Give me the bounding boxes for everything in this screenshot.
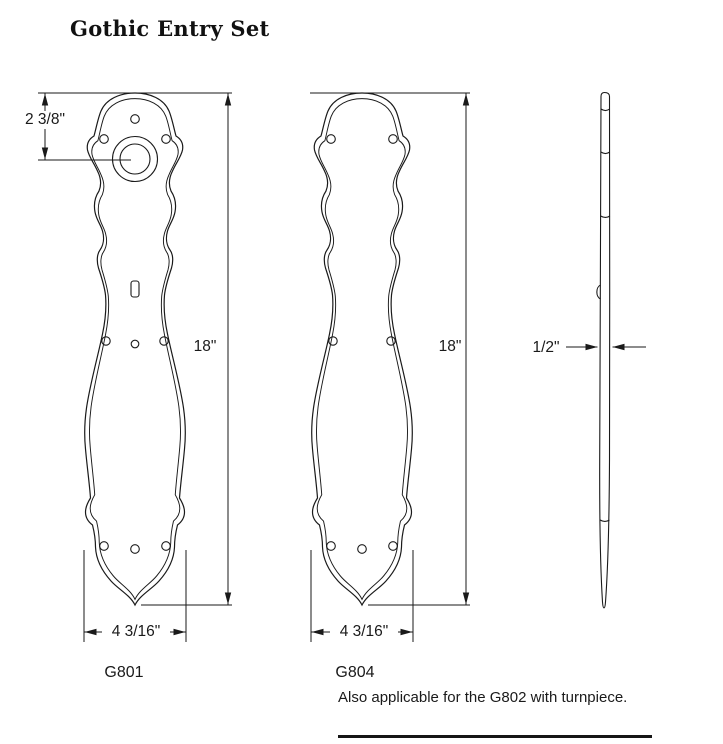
screw-hole (328, 336, 338, 346)
plate-g801-holes (99, 114, 171, 554)
page-title: Gothic Entry Set (70, 16, 270, 41)
screw-hole (326, 134, 336, 144)
plate-label-g801: G801 (104, 664, 144, 681)
screw-hole (101, 336, 111, 346)
screw-hole (99, 541, 109, 551)
profile-seam (599, 519, 610, 523)
cylinder-hole (119, 143, 151, 175)
dim-label-width-g801: 4 3/16" (102, 623, 170, 641)
screw-hole (159, 336, 169, 346)
screw-hole (161, 541, 171, 551)
plate-outer-outline (84, 92, 186, 606)
screw-hole (130, 114, 140, 124)
profile-seam (600, 108, 610, 112)
screw-hole (386, 336, 396, 346)
screw-hole (130, 544, 140, 554)
dim-label-thickness: 1/2" (532, 339, 560, 356)
screw-hole (326, 541, 336, 551)
keyhole-slot (130, 280, 140, 298)
screw-hole (388, 541, 398, 551)
profile-seam (600, 151, 611, 155)
cylinder-collar (111, 135, 159, 183)
profile-bump (596, 284, 601, 300)
plate-g804-holes (326, 134, 398, 554)
side-profile-view (596, 91, 611, 609)
screw-hole (99, 134, 109, 144)
dim-label-height-g804: 18" (438, 338, 462, 355)
plate-g804 (311, 92, 413, 606)
dim-label-offset-top: 2 3/8" (16, 111, 74, 129)
applicability-note: Also applicable for the G802 with turnpi… (338, 689, 628, 706)
dim-label-width-g804: 4 3/16" (330, 623, 398, 641)
plate-label-g804: G804 (335, 664, 375, 681)
bottom-divider (338, 735, 652, 738)
plate-g801 (84, 92, 186, 606)
screw-hole (161, 134, 171, 144)
dim-label-height-g801: 18" (193, 338, 217, 355)
spindle-hole (130, 339, 140, 349)
screw-hole (357, 544, 367, 554)
profile-outline (599, 91, 611, 609)
profile-seam (600, 215, 611, 219)
plate-outer-outline (311, 92, 413, 606)
screw-hole (388, 134, 398, 144)
